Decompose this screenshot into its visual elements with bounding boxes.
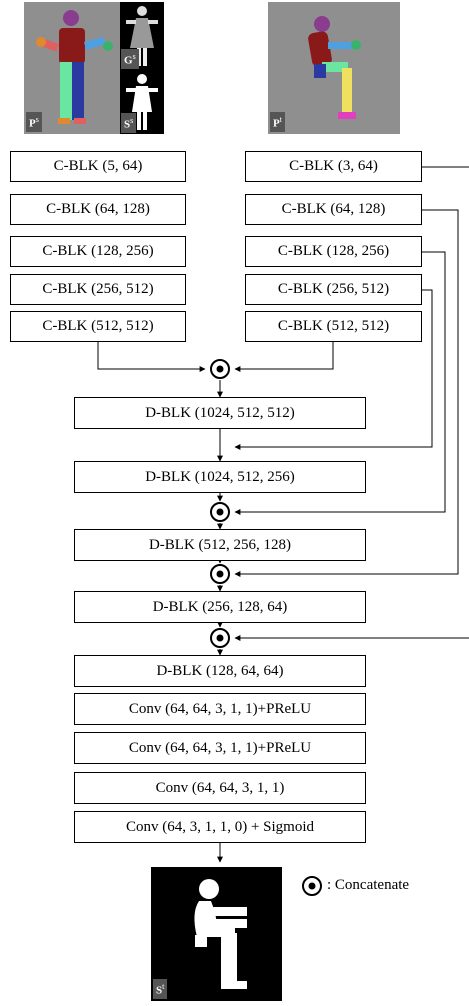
decoder-block: D-BLK (1024, 512, 256) bbox=[74, 461, 366, 493]
wire-src-to-concat1 bbox=[97, 342, 206, 372]
src-encoder-block: C-BLK (64, 128) bbox=[10, 194, 186, 225]
source-garment-image: Gs bbox=[120, 2, 164, 70]
output-seg-sup: t bbox=[162, 982, 165, 992]
concat-symbol bbox=[210, 564, 230, 584]
concat-symbol bbox=[210, 359, 230, 379]
source-seg-sup: s bbox=[130, 116, 134, 126]
head-conv-block: Conv (64, 64, 3, 1, 1)+PReLU bbox=[74, 693, 366, 725]
src-encoder-block: C-BLK (128, 256) bbox=[10, 236, 186, 267]
source-seg-image: Ss bbox=[120, 70, 164, 134]
concat-symbols bbox=[210, 359, 322, 896]
target-pose-image: Pt bbox=[268, 2, 400, 134]
concat-symbol bbox=[210, 502, 230, 522]
head-conv-block: Conv (64, 64, 3, 1, 1) bbox=[74, 772, 366, 804]
tgt-encoder-block: C-BLK (256, 512) bbox=[245, 274, 422, 305]
tgt-encoder-block: C-BLK (3, 64) bbox=[245, 151, 422, 182]
decoder-block: D-BLK (512, 256, 128) bbox=[74, 529, 366, 561]
skip-c2-to-concat3 bbox=[234, 209, 459, 577]
head-conv-block: Conv (64, 64, 3, 1, 1)+PReLU bbox=[74, 732, 366, 764]
wire-tgt-to-concat1 bbox=[234, 342, 334, 372]
decoder-block: D-BLK (1024, 512, 512) bbox=[74, 397, 366, 429]
skip-c3-to-concat2 bbox=[234, 251, 446, 515]
decoder-block: D-BLK (128, 64, 64) bbox=[74, 655, 366, 687]
target-pose-label: P bbox=[273, 118, 280, 130]
tgt-encoder-block: C-BLK (512, 512) bbox=[245, 311, 422, 342]
decoder-block: D-BLK (256, 128, 64) bbox=[74, 591, 366, 623]
source-pose-image: Ps bbox=[24, 2, 120, 134]
source-garment-label: G bbox=[124, 55, 133, 67]
legend-concat-symbol bbox=[302, 876, 322, 896]
head-conv-block: Conv (64, 3, 1, 1, 0) + Sigmoid bbox=[74, 811, 366, 843]
output-seg-image: St bbox=[151, 867, 282, 1001]
tgt-encoder-block: C-BLK (64, 128) bbox=[245, 194, 422, 225]
legend-concatenate: : Concatenate bbox=[327, 877, 410, 893]
concat-symbol bbox=[210, 628, 230, 648]
src-encoder-block: C-BLK (5, 64) bbox=[10, 151, 186, 182]
src-encoder-block: C-BLK (512, 512) bbox=[10, 311, 186, 342]
source-garment-sup: s bbox=[132, 52, 136, 62]
target-pose-sup: t bbox=[279, 115, 282, 125]
skip-c4-to-dblk1 bbox=[234, 289, 433, 450]
source-seg-label: S bbox=[124, 119, 131, 131]
output-seg-label: S bbox=[156, 985, 163, 997]
source-pose-label: P bbox=[29, 118, 36, 130]
tgt-encoder-block: C-BLK (128, 256) bbox=[245, 236, 422, 267]
source-pose-sup: s bbox=[35, 115, 39, 125]
src-encoder-block: C-BLK (256, 512) bbox=[10, 274, 186, 305]
